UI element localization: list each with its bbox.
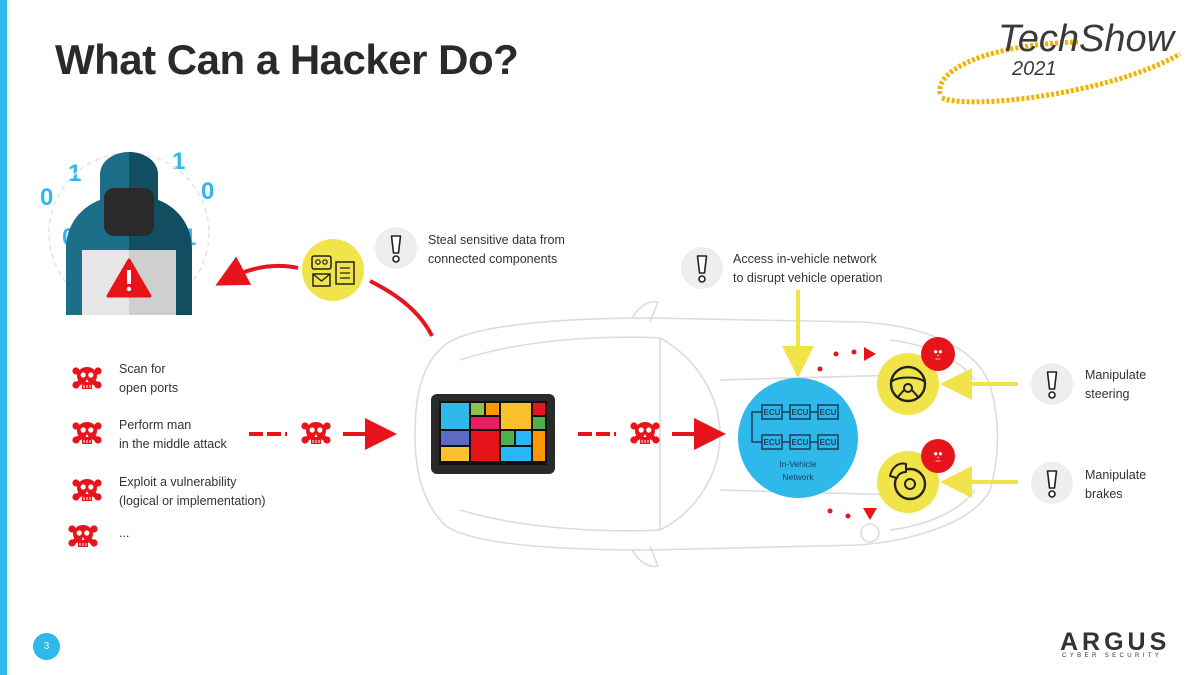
compromised-badge <box>921 439 955 473</box>
hacker-figure <box>48 152 210 315</box>
warning-exclamation-icon <box>1030 461 1074 505</box>
ecu-label: ECU <box>764 408 781 417</box>
skull-icon <box>72 479 101 501</box>
brake-disc-icon <box>877 451 939 513</box>
argus-logo-subtitle: CYBER SECURITY <box>1062 653 1163 659</box>
exfiltration-arrow <box>215 256 299 286</box>
argus-logo: ARGUS <box>1060 628 1171 656</box>
attack-path-dots <box>817 347 877 520</box>
ecu-label: ECU <box>764 438 781 447</box>
compromised-badge <box>921 337 955 371</box>
skull-icon <box>72 367 101 389</box>
in-vehicle-network: ECU ECU ECU ECU ECU ECU In-Vehicle Netwo… <box>738 378 858 498</box>
techshow-logo <box>937 39 1182 105</box>
left-accent-stripe <box>0 0 7 675</box>
data-leak-curve <box>369 279 434 337</box>
logo-year-text: 2021 <box>1012 58 1057 80</box>
attack-mitm: Perform man in the middle attack <box>119 418 227 451</box>
threat-steal-data: Steal sensitive data from connected comp… <box>428 233 565 266</box>
skull-icon <box>68 525 97 547</box>
ecu-label: ECU <box>820 408 837 417</box>
warning-exclamation-icon <box>1030 362 1074 406</box>
binary-digit: 0 <box>40 184 54 211</box>
network-label-line2: Network <box>782 472 814 482</box>
skull-icon <box>301 422 330 444</box>
logo-techshow-text: TechShow <box>998 18 1175 60</box>
ecu-label: ECU <box>792 408 809 417</box>
attack-scan-ports: Scan for open ports <box>119 362 179 395</box>
steering-wheel-icon <box>877 353 939 415</box>
attack-more: ... <box>119 526 130 540</box>
skull-icon <box>72 422 101 444</box>
ecu-label: ECU <box>820 438 837 447</box>
threat-access-network: Access in-vehicle network to disrupt veh… <box>733 252 883 285</box>
threat-manipulate-steering: Manipulate steering <box>1085 368 1147 401</box>
threat-manipulate-brakes: Manipulate brakes <box>1085 468 1147 501</box>
page-number-badge: 3 <box>33 633 60 660</box>
binary-digit: 0 <box>201 178 215 205</box>
warning-exclamation-icon <box>680 246 724 290</box>
car-outline <box>414 300 999 568</box>
ecu-label: ECU <box>792 438 809 447</box>
page-title: What Can a Hacker Do? <box>55 36 519 83</box>
infotainment-tablet <box>431 394 555 474</box>
connected-components-icon <box>302 239 364 301</box>
network-label-line1: In-Vehicle <box>779 459 817 469</box>
skull-icon <box>630 422 659 444</box>
warning-exclamation-icon <box>374 226 418 270</box>
attack-exploit-vulnerability: Exploit a vulnerability (logical or impl… <box>119 475 266 508</box>
